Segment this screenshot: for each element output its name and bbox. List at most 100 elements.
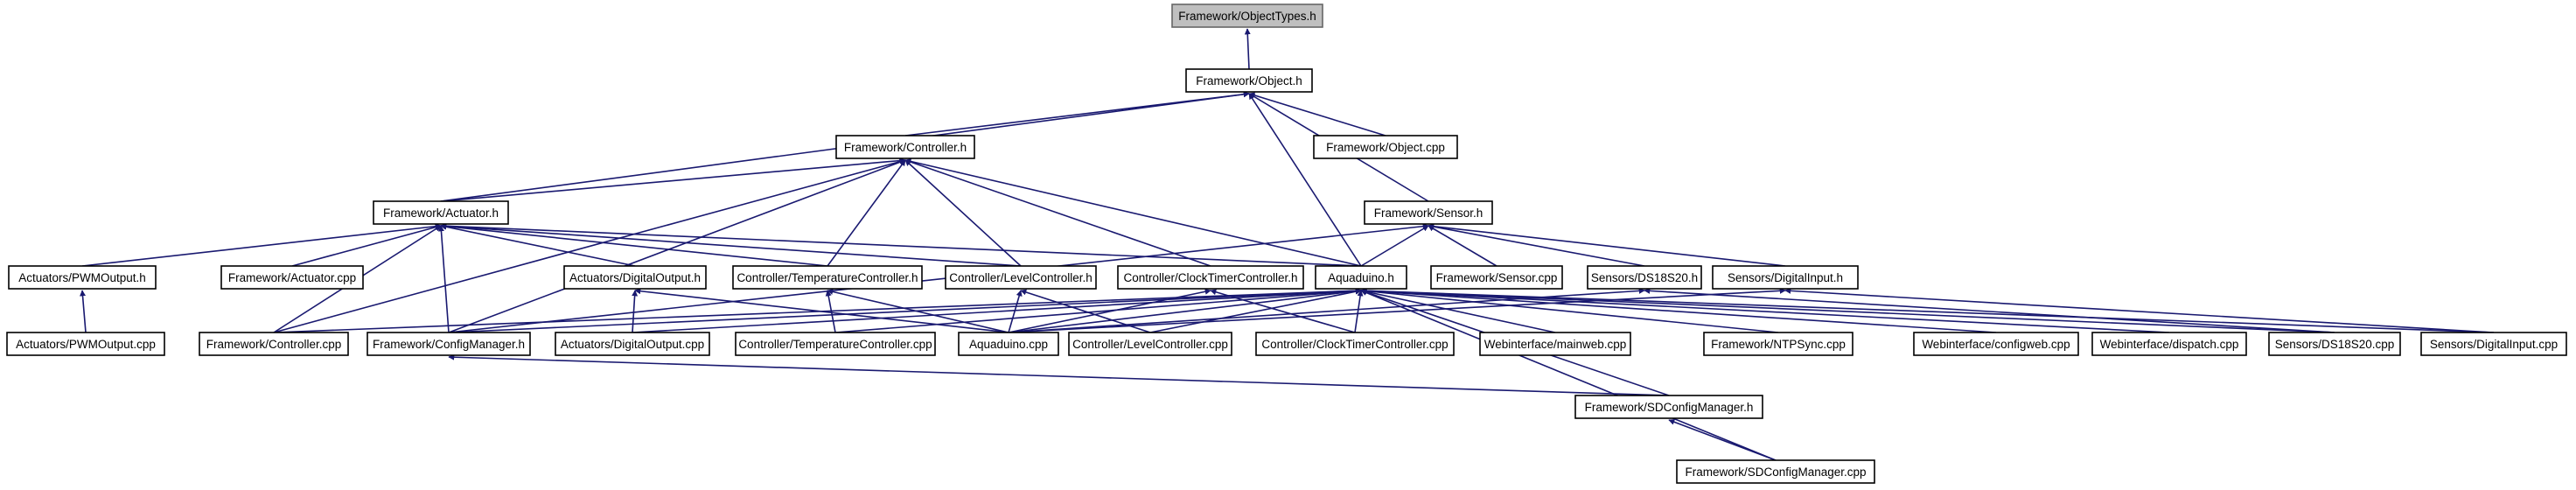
- edge-levelctrl-h-to-actuator-h: [440, 222, 1022, 267]
- node-sdconfigmanager-cpp[interactable]: Framework/SDConfigManager.cpp: [1676, 459, 1875, 484]
- node-mainweb-cpp[interactable]: Webinterface/mainweb.cpp: [1479, 332, 1631, 356]
- edge-object-cpp-to-object-h: [1248, 92, 1386, 136]
- node-box: [8, 265, 157, 290]
- node-box: [1913, 332, 2079, 356]
- node-actuator-h[interactable]: Framework/Actuator.h: [373, 200, 509, 225]
- node-label: Actuators/DigitalOutput.cpp: [561, 338, 704, 351]
- node-box: [555, 332, 710, 356]
- node-ds18s20-cpp[interactable]: Sensors/DS18S20.cpp: [2268, 332, 2401, 356]
- edge-line: [1428, 225, 1497, 267]
- node-actuator-cpp[interactable]: Framework/Actuator.cpp: [220, 265, 364, 290]
- node-clocktimer-cpp[interactable]: Controller/ClockTimerController.cpp: [1255, 332, 1455, 356]
- edge-line: [632, 290, 639, 333]
- node-sensor-h[interactable]: Framework/Sensor.h: [1364, 200, 1493, 225]
- node-label: Controller/TemperatureController.h: [736, 271, 918, 284]
- node-box: [220, 265, 364, 290]
- edge-ds18s20-h-to-sensor-h: [1428, 223, 1645, 267]
- node-pwmoutput-h[interactable]: Actuators/PWMOutput.h: [8, 265, 157, 290]
- node-box: [1712, 265, 1859, 290]
- node-label: Sensors/DS18S20.cpp: [2275, 338, 2395, 351]
- edge-actuator-h-to-controller-h: [440, 158, 906, 202]
- edge-line: [1244, 28, 1251, 70]
- node-ntpsync-cpp[interactable]: Framework/NTPSync.cpp: [1703, 332, 1853, 356]
- node-aquaduino-cpp[interactable]: Aquaduino.cpp: [958, 332, 1059, 356]
- node-box: [1255, 332, 1455, 356]
- edge-line: [1644, 287, 2335, 333]
- node-label: Controller/LevelController.cpp: [1072, 338, 1228, 351]
- edge-line: [448, 158, 906, 333]
- edge-digitaloutput-h-to-actuator-h: [440, 223, 636, 267]
- node-clocktimer-h[interactable]: Controller/ClockTimerController.h: [1117, 265, 1304, 290]
- node-box: [1430, 265, 1563, 290]
- node-levelctrl-h[interactable]: Controller/LevelController.h: [945, 265, 1097, 290]
- edge-line: [1360, 287, 2170, 333]
- node-box: [2268, 332, 2401, 356]
- node-sdconfigmanager-h[interactable]: Framework/SDConfigManager.h: [1574, 395, 1763, 419]
- node-aquaduino-h[interactable]: Aquaduino.h: [1315, 265, 1407, 290]
- node-label: Sensors/DigitalInput.h: [1728, 271, 1843, 284]
- edge-sdconfigmanager-cpp-to-aquaduino-h: [1360, 290, 1777, 461]
- edge-line: [834, 288, 1362, 333]
- edge-line: [1360, 287, 2495, 333]
- node-label: Framework/SDConfigManager.h: [1585, 401, 1754, 414]
- node-object-h[interactable]: Framework/Object.h: [1185, 68, 1313, 93]
- node-label: Controller/TemperatureController.cpp: [738, 338, 932, 351]
- node-controller-h[interactable]: Framework/Controller.h: [835, 135, 975, 159]
- edge-tempctrl-h-to-controller-h: [827, 159, 906, 267]
- node-label: Framework/SDConfigManager.cpp: [1685, 466, 1866, 479]
- node-sensor-cpp[interactable]: Framework/Sensor.cpp: [1430, 265, 1563, 290]
- node-label: Framework/Controller.h: [844, 141, 967, 154]
- node-ds18s20-h[interactable]: Sensors/DS18S20.h: [1587, 265, 1702, 290]
- node-pwmoutput-cpp[interactable]: Actuators/PWMOutput.cpp: [6, 332, 165, 356]
- node-box: [199, 332, 349, 356]
- edge-sdconfigmanager-h-to-configmanager-h: [448, 354, 1670, 396]
- node-digitaloutput-h[interactable]: Actuators/DigitalOutput.h: [563, 265, 707, 290]
- node-label: Framework/ConfigManager.h: [373, 338, 525, 351]
- edge-aquaduino-h-to-controller-h: [904, 158, 1362, 267]
- node-label: Aquaduino.cpp: [969, 338, 1048, 351]
- node-digitaloutput-cpp[interactable]: Actuators/DigitalOutput.cpp: [555, 332, 710, 356]
- edge-line: [440, 222, 1022, 267]
- node-digitalinput-cpp[interactable]: Sensors/DigitalInput.cpp: [2420, 332, 2567, 356]
- edge-aquaduino-cpp-to-ds18s20-h: [1008, 287, 1645, 333]
- node-box: [945, 265, 1097, 290]
- edge-tempctrl-cpp-to-aquaduino-h: [834, 288, 1362, 333]
- edge-line: [827, 159, 906, 267]
- node-configweb-cpp[interactable]: Webinterface/configweb.cpp: [1913, 332, 2079, 356]
- edge-aquaduino-cpp-to-aquaduino-h: [1008, 288, 1362, 333]
- node-label: Framework/NTPSync.cpp: [1711, 338, 1846, 351]
- node-box: [373, 200, 509, 225]
- node-digitalinput-h[interactable]: Sensors/DigitalInput.h: [1712, 265, 1859, 290]
- node-configmanager-h[interactable]: Framework/ConfigManager.h: [367, 332, 531, 356]
- edge-configweb-cpp-to-aquaduino-h: [1360, 287, 1997, 333]
- node-box: [2091, 332, 2247, 356]
- node-object-cpp[interactable]: Framework/Object.cpp: [1313, 135, 1458, 159]
- node-dispatch-cpp[interactable]: Webinterface/dispatch.cpp: [2091, 332, 2247, 356]
- edge-levelctrl-cpp-to-aquaduino-h: [1149, 288, 1362, 333]
- edge-line: [1149, 288, 1362, 333]
- node-label: Framework/Actuator.cpp: [228, 271, 356, 284]
- edge-tempctrl-h-to-actuator-h: [440, 223, 828, 267]
- edge-pwmoutput-cpp-to-pwmoutput-h: [80, 290, 87, 333]
- edge-digitaloutput-cpp-to-aquaduino-h: [632, 287, 1362, 333]
- edge-line: [1008, 287, 1645, 333]
- node-controller-cpp[interactable]: Framework/Controller.cpp: [199, 332, 349, 356]
- node-levelctrl-cpp[interactable]: Controller/LevelController.cpp: [1068, 332, 1232, 356]
- edge-line: [80, 290, 87, 333]
- edge-controller-cpp-to-aquaduino-h: [273, 287, 1362, 333]
- node-tempctrl-cpp[interactable]: Controller/TemperatureController.cpp: [735, 332, 936, 356]
- edge-levelctrl-h-to-controller-h: [904, 159, 1022, 267]
- node-box: [1703, 332, 1853, 356]
- node-box: [1587, 265, 1702, 290]
- node-label: Framework/Object.cpp: [1326, 141, 1445, 154]
- edge-line: [904, 158, 1362, 267]
- edge-line: [1354, 290, 1364, 333]
- node-box: [2420, 332, 2567, 356]
- edge-line: [81, 223, 442, 267]
- edge-line: [291, 224, 442, 267]
- node-objecttypes-h[interactable]: Framework/ObjectTypes.h: [1171, 4, 1323, 28]
- node-tempctrl-h[interactable]: Controller/TemperatureController.h: [732, 265, 923, 290]
- edge-digitalinput-cpp-to-digitalinput-h: [1784, 287, 2495, 333]
- edge-ds18s20-cpp-to-ds18s20-h: [1644, 287, 2335, 333]
